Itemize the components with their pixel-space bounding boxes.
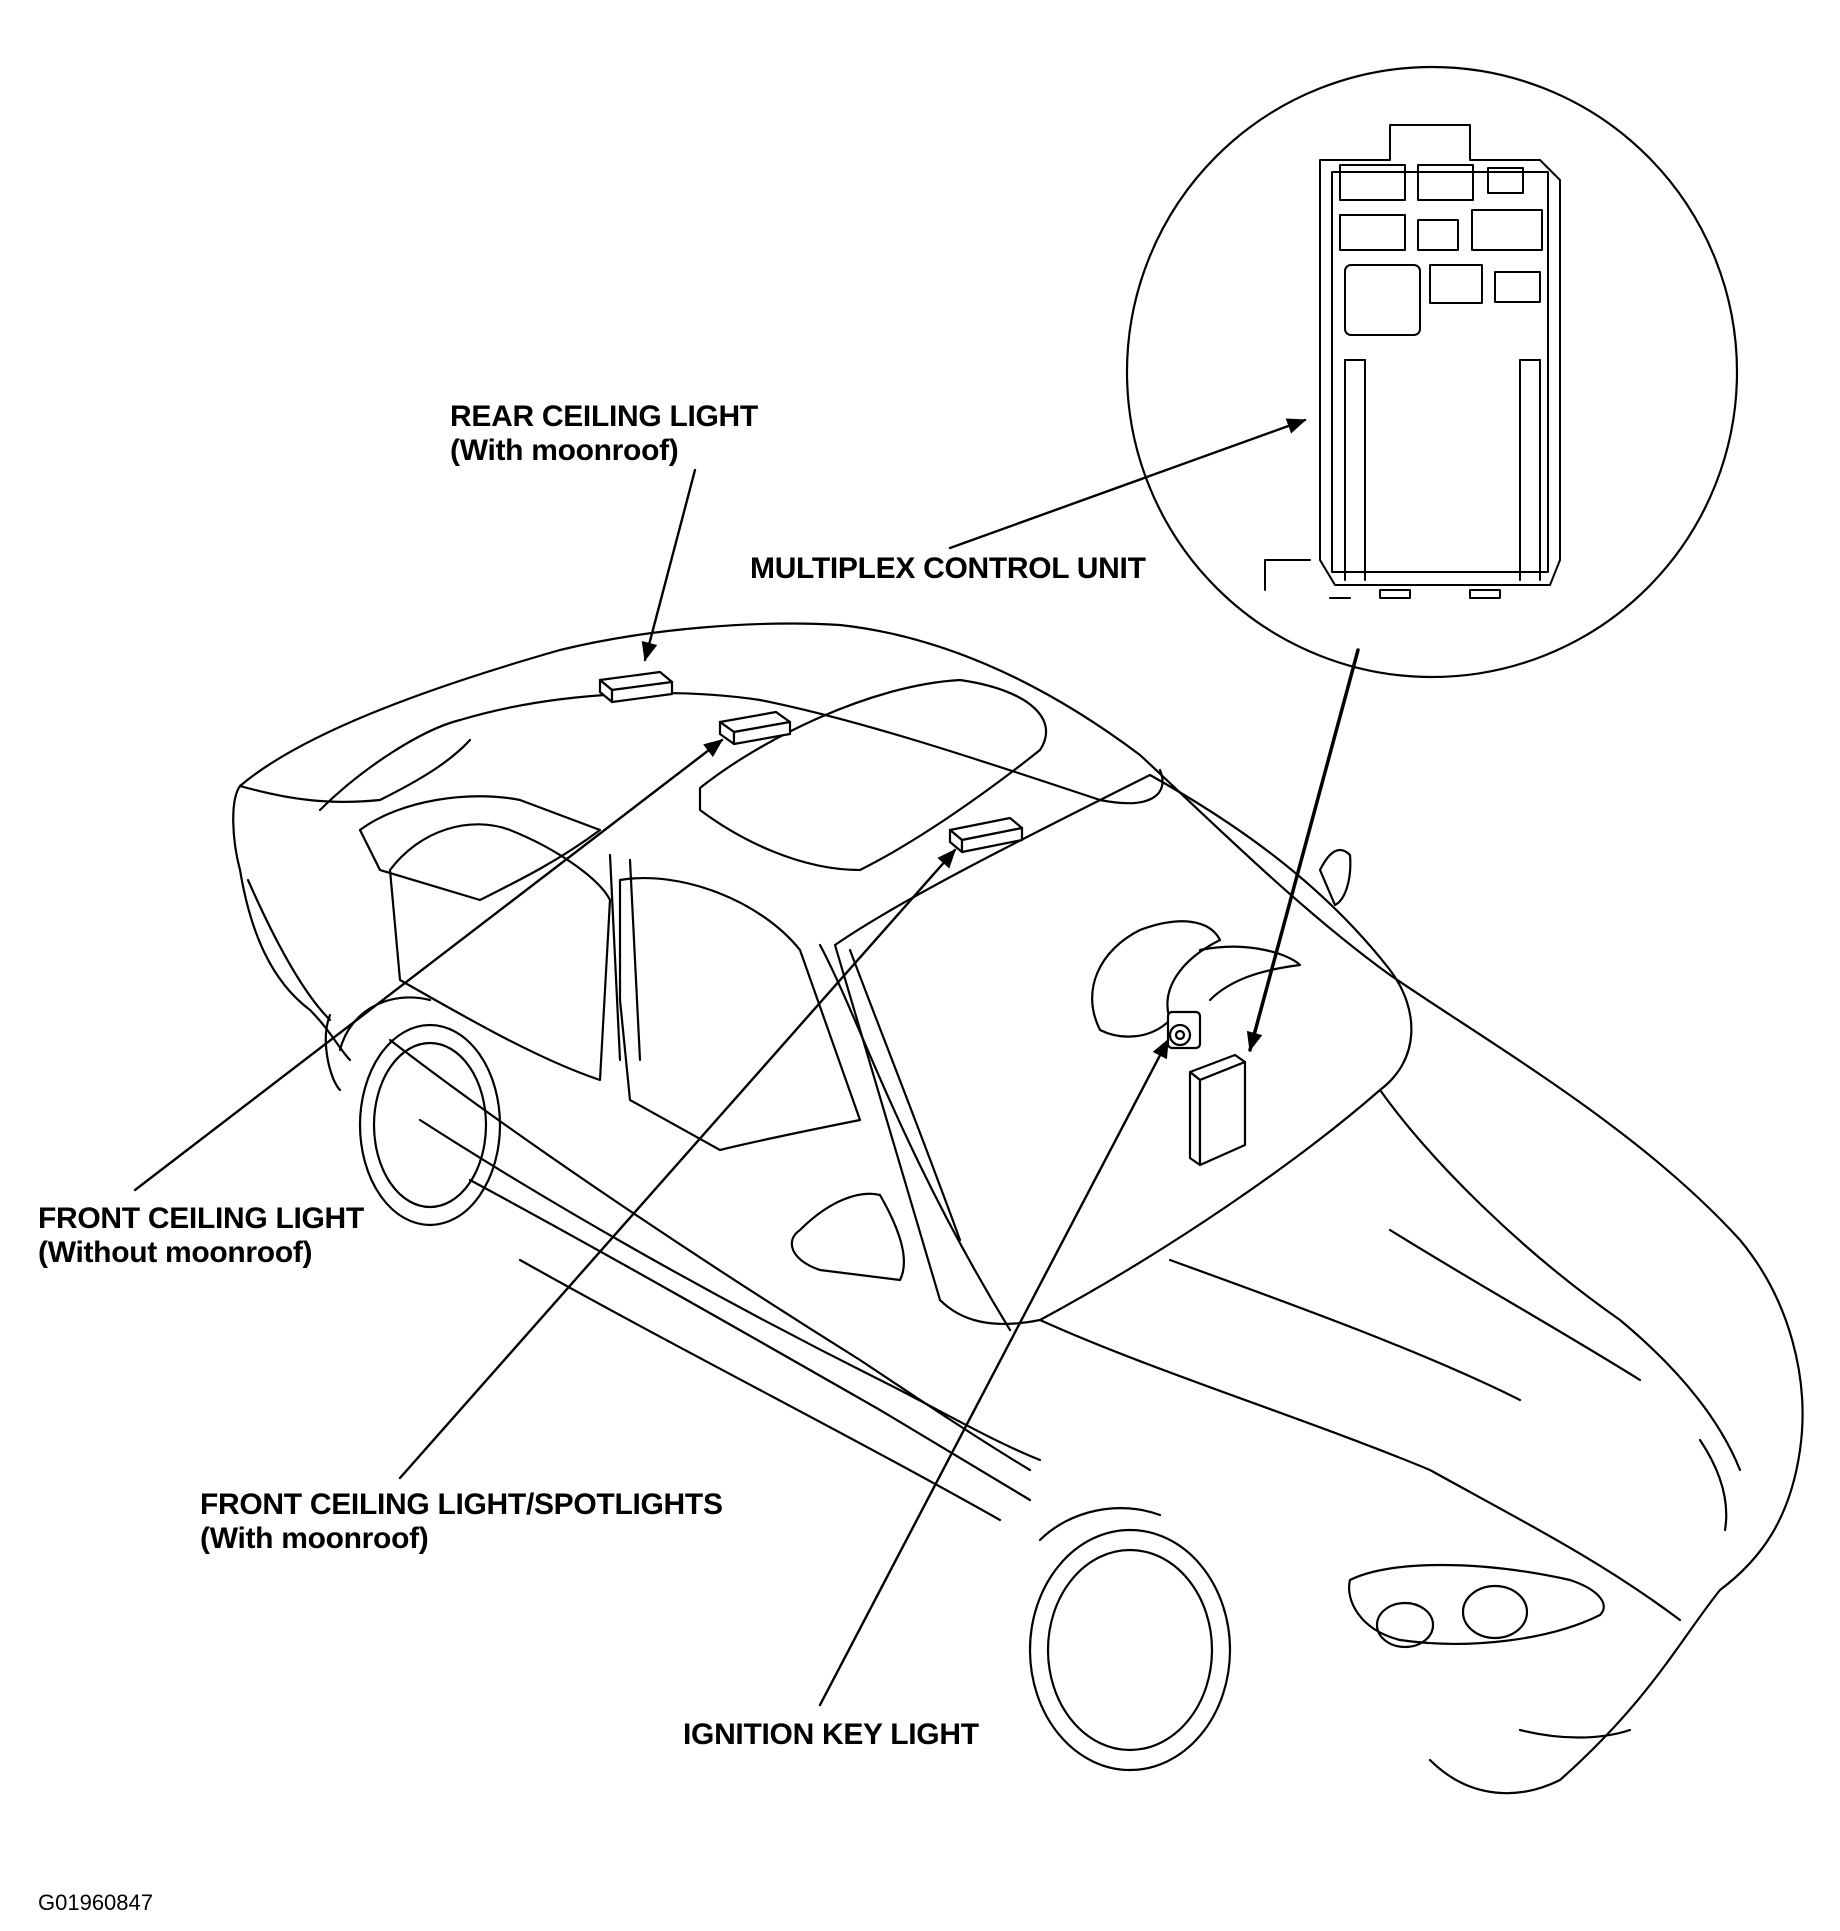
label-front-spot-line2: (With moonroof) (200, 1522, 429, 1555)
label-ignition-key-light: IGNITION KEY LIGHT (683, 1718, 979, 1752)
label-front-ceiling-light: FRONT CEILING LIGHT (Without moonroof) (38, 1202, 364, 1270)
figure-code: G01960847 (38, 1890, 153, 1915)
moonroof (698, 678, 1048, 872)
front-ceiling-spotlights (948, 816, 1024, 854)
label-multiplex-line1: MULTIPLEX CONTROL UNIT (750, 552, 1146, 585)
leader-front-spot (398, 848, 957, 1480)
detail-circle (1125, 65, 1739, 679)
leader-detail-to-mcu (1246, 648, 1360, 1052)
leader-ignition (818, 1038, 1170, 1707)
label-front-ceiling-line1: FRONT CEILING LIGHT (38, 1202, 364, 1235)
leader-front-ceiling-without (133, 738, 724, 1192)
label-ignition-line1: IGNITION KEY LIGHT (683, 1718, 979, 1751)
headlight (1348, 1563, 1605, 1645)
mcu-detail (1264, 124, 1561, 599)
front-wheel (1028, 1528, 1232, 1772)
headlights (1348, 1438, 1728, 1739)
wheels (338, 996, 1232, 1772)
label-rear-ceiling-light: REAR CEILING LIGHT (With moonroof) (450, 400, 758, 468)
rear-wheel (358, 1023, 502, 1227)
multiplex-control-unit-block (1188, 1053, 1247, 1167)
label-rear-ceiling-line2: (With moonroof) (450, 434, 679, 467)
leader-multiplex (948, 418, 1307, 550)
roof-and-glass (358, 678, 1742, 1622)
label-front-ceiling-line2: (Without moonroof) (38, 1236, 313, 1269)
front-ceiling-light (718, 710, 792, 746)
leader-lines (133, 418, 1360, 1707)
label-front-ceiling-spotlights: FRONT CEILING LIGHT/SPOTLIGHTS (With moo… (200, 1488, 723, 1556)
label-front-spot-line1: FRONT CEILING LIGHT/SPOTLIGHTS (200, 1488, 723, 1521)
label-multiplex-control-unit: MULTIPLEX CONTROL UNIT (750, 552, 1146, 586)
ignition-key-light (1166, 1010, 1202, 1050)
leader-rear-ceiling (641, 468, 697, 662)
rear-ceiling-light (598, 670, 674, 704)
label-rear-ceiling-line1: REAR CEILING LIGHT (450, 400, 758, 433)
